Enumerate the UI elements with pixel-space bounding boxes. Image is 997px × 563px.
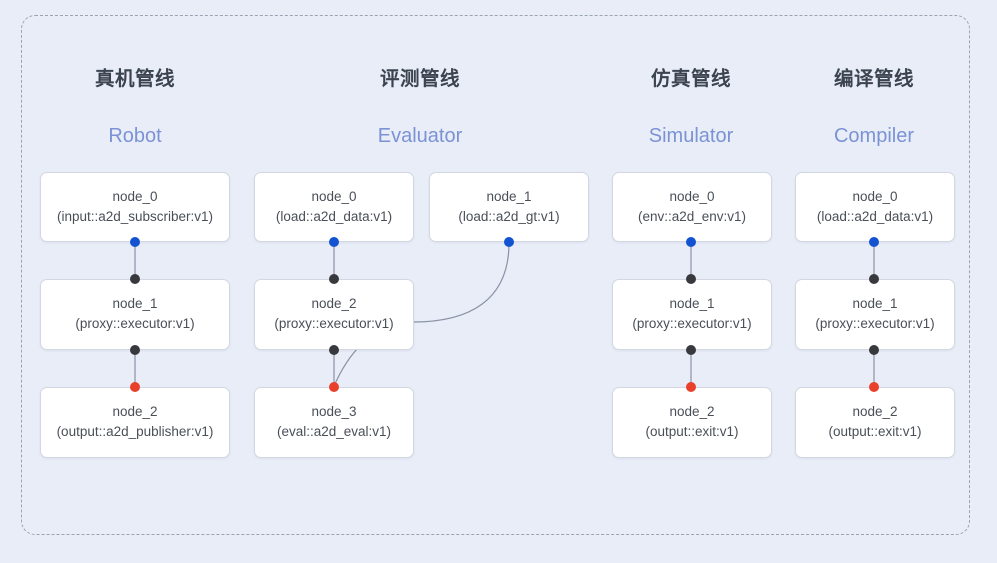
node-label: node_2 <box>669 404 715 420</box>
node-label: node_2 <box>112 404 158 420</box>
edge-eval-1-3 <box>412 242 510 323</box>
column-title-en-robot: Robot <box>108 125 162 147</box>
handle-source-eval-node-1-bottom[interactable] <box>504 237 514 247</box>
handle-target-comp-node-1-top[interactable] <box>869 274 879 284</box>
node-spec: (env::a2d_env:v1) <box>637 208 747 224</box>
node-robot-node-1[interactable]: node_1 (proxy::executor:v1) <box>40 279 230 350</box>
handle-source-comp-node-1-bottom[interactable] <box>869 345 879 355</box>
node-label: node_2 <box>311 296 357 312</box>
column-title-en-simulator: Simulator <box>648 125 734 147</box>
column-title-cn-robot: 真机管线 <box>94 68 175 90</box>
handle-source-sim-node-1-bottom[interactable] <box>686 345 696 355</box>
node-comp-node-1[interactable]: node_1 (proxy::executor:v1) <box>795 279 955 350</box>
node-comp-node-2[interactable]: node_2 (output::exit:v1) <box>795 387 955 458</box>
node-spec: (output::exit:v1) <box>645 424 739 439</box>
column-title-cn-evaluator: 评测管线 <box>379 68 460 90</box>
node-label: node_1 <box>112 296 158 312</box>
node-spec: (load::a2d_data:v1) <box>275 208 393 224</box>
handle-target-eval-node-2-top[interactable] <box>329 274 339 284</box>
handle-target-robot-node-2-top[interactable] <box>130 382 140 392</box>
handle-target-sim-node-2-top[interactable] <box>686 382 696 392</box>
node-spec: (load::a2d_gt:v1) <box>458 208 560 224</box>
node-eval-node-0[interactable]: node_0 (load::a2d_data:v1) <box>254 172 414 242</box>
node-spec: (eval::a2d_eval:v1) <box>276 424 392 439</box>
node-spec: (output::a2d_publisher:v1) <box>56 424 214 439</box>
node-spec: (proxy::executor:v1) <box>815 316 935 331</box>
node-label: node_1 <box>486 188 532 204</box>
column-title-en-evaluator: Evaluator <box>377 125 463 147</box>
handle-source-eval-node-0-bottom[interactable] <box>329 237 339 247</box>
node-spec: (input::a2d_subscriber:v1) <box>56 208 214 224</box>
node-comp-node-0[interactable]: node_0 (load::a2d_data:v1) <box>795 172 955 242</box>
handle-target-eval-node-3-top[interactable] <box>329 382 339 392</box>
handle-target-robot-node-1-top[interactable] <box>130 274 140 284</box>
node-label: node_0 <box>669 188 715 204</box>
handle-target-sim-node-1-top[interactable] <box>686 274 696 284</box>
node-label: node_3 <box>311 404 357 420</box>
node-sim-node-2[interactable]: node_2 (output::exit:v1) <box>612 387 772 458</box>
node-spec: (proxy::executor:v1) <box>75 316 195 331</box>
node-spec: (proxy::executor:v1) <box>274 316 394 331</box>
node-label: node_1 <box>852 296 898 312</box>
node-spec: (load::a2d_data:v1) <box>816 208 934 224</box>
node-sim-node-1[interactable]: node_1 (proxy::executor:v1) <box>612 279 772 350</box>
node-sim-node-0[interactable]: node_0 (env::a2d_env:v1) <box>612 172 772 242</box>
node-eval-node-3[interactable]: node_3 (eval::a2d_eval:v1) <box>254 387 414 458</box>
handle-target-comp-node-2-top[interactable] <box>869 382 879 392</box>
node-robot-node-2[interactable]: node_2 (output::a2d_publisher:v1) <box>40 387 230 458</box>
node-spec: (output::exit:v1) <box>828 424 922 439</box>
node-eval-node-2[interactable]: node_2 (proxy::executor:v1) <box>254 279 414 350</box>
node-label: node_1 <box>669 296 715 312</box>
node-label: node_0 <box>112 188 158 204</box>
handle-source-robot-node-1-bottom[interactable] <box>130 345 140 355</box>
handle-source-comp-node-0-bottom[interactable] <box>869 237 879 247</box>
handle-source-robot-node-0-bottom[interactable] <box>130 237 140 247</box>
column-title-cn-simulator: 仿真管线 <box>650 68 731 90</box>
handle-source-sim-node-0-bottom[interactable] <box>686 237 696 247</box>
column-title-en-compiler: Compiler <box>833 125 915 147</box>
handle-source-eval-node-2-bottom[interactable] <box>329 345 339 355</box>
node-label: node_0 <box>311 188 357 204</box>
node-eval-node-1[interactable]: node_1 (load::a2d_gt:v1) <box>429 172 589 242</box>
node-robot-node-0[interactable]: node_0 (input::a2d_subscriber:v1) <box>40 172 230 242</box>
node-label: node_0 <box>852 188 898 204</box>
column-title-cn-compiler: 编译管线 <box>833 68 914 90</box>
node-label: node_2 <box>852 404 898 420</box>
node-spec: (proxy::executor:v1) <box>632 316 752 331</box>
